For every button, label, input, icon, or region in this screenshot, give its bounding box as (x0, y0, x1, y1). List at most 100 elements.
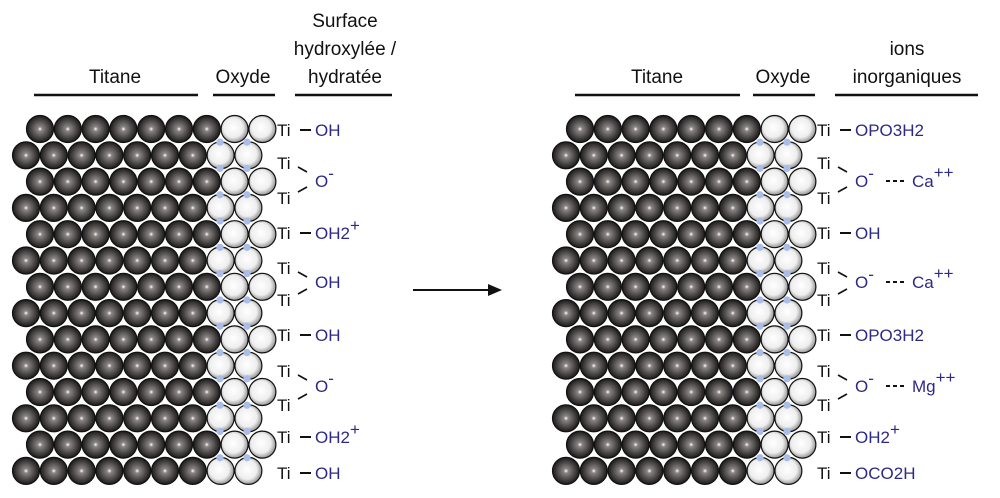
titanium-atom (732, 220, 761, 249)
titanium-atom (11, 299, 41, 328)
junction-dot (216, 296, 224, 304)
titanium-atom (635, 193, 664, 222)
titanium-atom (95, 141, 124, 170)
ti-label: Ti (277, 121, 291, 140)
titanium-atom (150, 404, 180, 433)
titanium-atom (164, 167, 194, 196)
titanium-atom (137, 167, 166, 196)
titanium-atom (732, 325, 761, 354)
oxide-atom (774, 246, 803, 275)
titanium-atom (704, 272, 734, 301)
titanium-atom (579, 246, 608, 275)
titanium-atom (123, 246, 152, 275)
oxide-atom (746, 193, 775, 222)
titanium-atom (635, 351, 664, 380)
junction-dot (216, 322, 224, 330)
oxide-atom (760, 114, 789, 144)
titanium-atom (663, 299, 692, 328)
titanium-atom (137, 272, 166, 301)
titanium-atom (150, 246, 180, 275)
titanium-atom (39, 141, 68, 170)
formula-part: H (902, 121, 914, 140)
titanium-atom (178, 404, 207, 433)
titanium-atom (25, 430, 55, 459)
oxide-atom (746, 351, 775, 380)
junction-dot (216, 348, 224, 357)
titanium-atom (25, 272, 55, 301)
oxide-atom (220, 272, 249, 301)
titanium-atom (732, 272, 761, 301)
formula-part: OCO (855, 464, 894, 483)
titanium-atom (53, 272, 82, 301)
formula-part: OPO (855, 326, 893, 345)
oxide-atom (234, 456, 263, 485)
formula-part: - (868, 369, 874, 388)
bond-line (837, 288, 848, 295)
junction-dot (243, 164, 251, 173)
junction-dot (783, 427, 791, 436)
junction-dot (243, 454, 251, 462)
titanium-atom (607, 193, 636, 222)
titanium-atom (67, 299, 96, 328)
junction-dot (756, 454, 764, 462)
titanium-atom (53, 220, 82, 249)
titanium-atom (53, 325, 82, 354)
titanium-atom (11, 193, 41, 222)
titanium-atom (677, 114, 706, 144)
junction-dot (216, 138, 224, 146)
titanium-atom (565, 430, 595, 459)
titanium-atom (192, 114, 221, 144)
formula-part: OH (315, 326, 341, 345)
titanium-atom (150, 351, 180, 380)
ti-label: Ti (817, 362, 831, 381)
ion-label: Ca++ (912, 264, 954, 292)
titanium-atom (579, 404, 608, 433)
oxide-atom (746, 404, 775, 433)
formula-part: ++ (936, 368, 956, 387)
surface-group-formula: OH (315, 464, 341, 483)
oxide-atom (220, 220, 249, 249)
formula-part: Mg (912, 377, 936, 396)
ti-label: Ti (277, 189, 291, 208)
titanium-atom (704, 430, 734, 459)
titanium-atom (607, 404, 636, 433)
junction-dot (756, 296, 764, 304)
titanium-atom (593, 167, 622, 196)
titanium-atom (565, 377, 595, 407)
oxide-atom (234, 193, 263, 222)
titanium-atom (178, 141, 207, 170)
titanium-atom (81, 325, 110, 354)
titanium-atom (123, 299, 152, 328)
formula-part: OPO (855, 121, 893, 140)
titanium-atom (11, 404, 41, 433)
formula-part: OH (855, 428, 881, 447)
ion-label: Mg++ (912, 368, 956, 396)
titanium-atom (677, 377, 706, 407)
oxide-atom (788, 430, 817, 459)
titanium-atom (621, 377, 650, 407)
junction-dot (216, 191, 224, 199)
junction-dot (216, 427, 224, 436)
titanium-atom (551, 456, 581, 485)
formula-part: + (350, 420, 360, 439)
titanium-atom (11, 351, 41, 380)
oxide-atom (774, 456, 803, 485)
titanium-atom (81, 220, 110, 249)
formula-part: 2 (341, 224, 350, 243)
titanium-atom (677, 167, 706, 196)
titanium-atom (25, 114, 55, 144)
oxide-atom (248, 220, 277, 249)
titanium-atom (178, 246, 207, 275)
junction-dot (756, 138, 764, 146)
oxide-atom (234, 404, 263, 433)
oxide-atom (234, 246, 263, 275)
titanium-atom (95, 351, 124, 380)
titanium-atom (109, 167, 138, 196)
titanium-atom (621, 220, 650, 249)
oxide-atom (220, 377, 249, 407)
